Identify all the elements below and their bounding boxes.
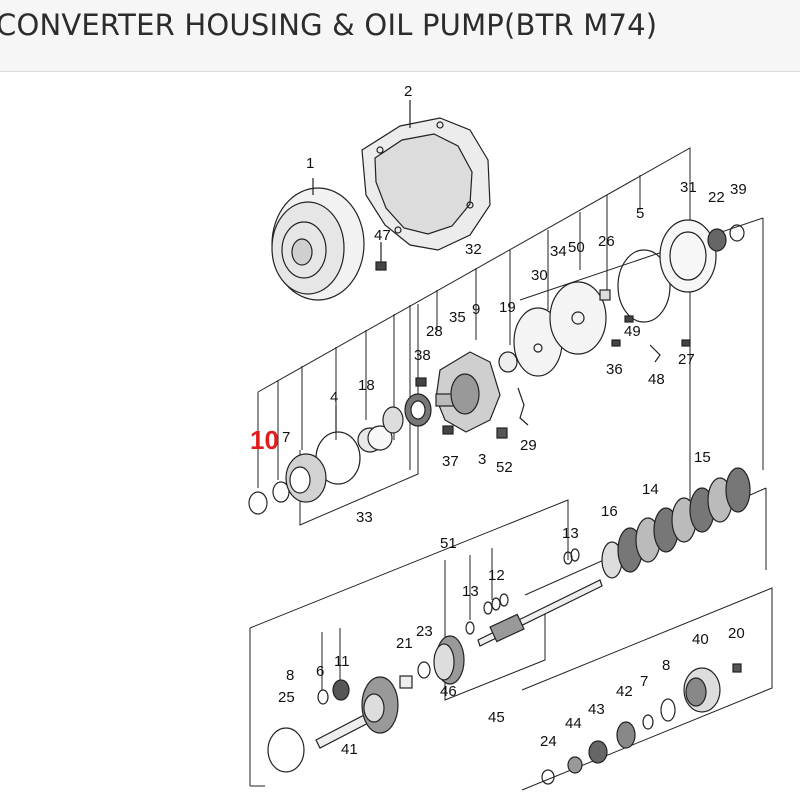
callout-label[interactable]: 12: [488, 567, 505, 584]
callout-label[interactable]: 50: [568, 239, 585, 256]
callout-label[interactable]: 13: [462, 583, 479, 600]
callout-label[interactable]: 35: [449, 309, 466, 326]
callout-label[interactable]: 5: [636, 205, 644, 222]
callout-label[interactable]: 16: [601, 503, 618, 520]
seal-rings-12-13: [465, 548, 580, 635]
callout-label[interactable]: 47: [374, 227, 391, 244]
output-shaft-41: [315, 676, 399, 749]
callout-label[interactable]: 36: [606, 361, 623, 378]
callout-label[interactable]: 6: [316, 663, 324, 680]
gasket-50: [549, 281, 607, 355]
callout-label[interactable]: 8: [286, 667, 294, 684]
bushing-18: [357, 425, 393, 453]
bearing-11: [332, 679, 350, 701]
callout-label[interactable]: 3: [478, 451, 486, 468]
callout-label[interactable]: 8: [662, 657, 670, 674]
oil-pump-seal-10: [248, 453, 327, 515]
callout-label[interactable]: 29: [520, 437, 537, 454]
torque-converter: [271, 178, 365, 301]
callout-label[interactable]: 52: [496, 459, 513, 476]
callout-label[interactable]: 42: [616, 683, 633, 700]
callout-label[interactable]: 48: [648, 371, 665, 388]
callout-label[interactable]: 37: [442, 453, 459, 470]
bolt-47: [375, 242, 387, 271]
bearing-43: [588, 740, 608, 764]
bearing-42: [616, 721, 636, 749]
gear-46: [433, 635, 465, 685]
callout-label[interactable]: 40: [692, 631, 709, 648]
seal-22: [707, 228, 727, 252]
callout-label[interactable]: 25: [278, 689, 295, 706]
oil-pump-body: [415, 351, 529, 439]
callout-label[interactable]: 43: [588, 701, 605, 718]
ring-24: [541, 769, 555, 785]
callout-label[interactable]: 24: [540, 733, 557, 750]
seal-33: [382, 406, 404, 434]
callout-label[interactable]: 13: [562, 525, 579, 542]
callout-label[interactable]: 51: [440, 535, 457, 552]
callout-label[interactable]: 45: [488, 709, 505, 726]
bearing-40: [683, 667, 721, 713]
callout-label[interactable]: 49: [624, 323, 641, 340]
ring-7b: [642, 714, 654, 730]
washer-44: [567, 756, 583, 774]
ring-8b: [660, 698, 676, 722]
bushing-21: [399, 675, 413, 689]
callout-label[interactable]: 46: [440, 683, 457, 700]
callout-label[interactable]: 7: [640, 673, 648, 690]
exploded-parts-diagram: 1 2 3 4 5 6 7 7 8 8 9 10 11 12 13 13 14 …: [0, 72, 800, 800]
callout-label[interactable]: 22: [708, 189, 725, 206]
input-shaft: [477, 579, 603, 647]
callout-label[interactable]: 19: [499, 299, 516, 316]
callout-label[interactable]: 21: [396, 635, 413, 652]
callout-label[interactable]: 31: [680, 179, 697, 196]
callout-label[interactable]: 1: [306, 155, 314, 172]
callout-label[interactable]: 7: [282, 429, 290, 446]
callout-label[interactable]: 38: [414, 347, 431, 364]
callout-label[interactable]: 26: [598, 233, 615, 250]
callout-label[interactable]: 4: [330, 389, 338, 406]
callout-label[interactable]: 28: [426, 323, 443, 340]
washer-23: [417, 661, 431, 679]
callout-label[interactable]: 32: [465, 241, 482, 258]
title-bar: CONVERTER HOUSING & OIL PUMP(BTR M74): [0, 0, 800, 72]
callout-label[interactable]: 27: [678, 351, 695, 368]
callout-label[interactable]: 44: [565, 715, 582, 732]
callout-label[interactable]: 23: [416, 623, 433, 640]
callout-label[interactable]: 41: [341, 741, 358, 758]
plug-26: [599, 289, 611, 301]
bushing-19: [498, 351, 518, 373]
callout-label[interactable]: 11: [334, 653, 350, 670]
callout-label[interactable]: 9: [472, 301, 480, 318]
page-title: CONVERTER HOUSING & OIL PUMP(BTR M74): [0, 8, 658, 42]
callout-label[interactable]: 20: [728, 625, 745, 642]
ring-39: [729, 224, 745, 242]
converter-housing: [361, 100, 491, 251]
o-ring-25: [267, 727, 305, 773]
callout-label[interactable]: 15: [694, 449, 711, 466]
callout-label[interactable]: 39: [730, 181, 747, 198]
plug-20: [732, 663, 742, 673]
callout-label-highlighted[interactable]: 10: [250, 425, 279, 455]
callout-label[interactable]: 34: [550, 243, 567, 260]
callout-label[interactable]: 18: [358, 377, 375, 394]
o-ring-5: [617, 249, 671, 323]
ring-6: [317, 689, 329, 705]
callout-label[interactable]: 2: [404, 83, 412, 100]
callout-label[interactable]: 30: [531, 267, 548, 284]
bolts-misc: [611, 315, 691, 363]
callout-label[interactable]: 33: [356, 509, 373, 526]
clutch-pack: [601, 467, 751, 579]
callout-label[interactable]: 14: [642, 481, 659, 498]
gasket-31: [659, 219, 717, 293]
